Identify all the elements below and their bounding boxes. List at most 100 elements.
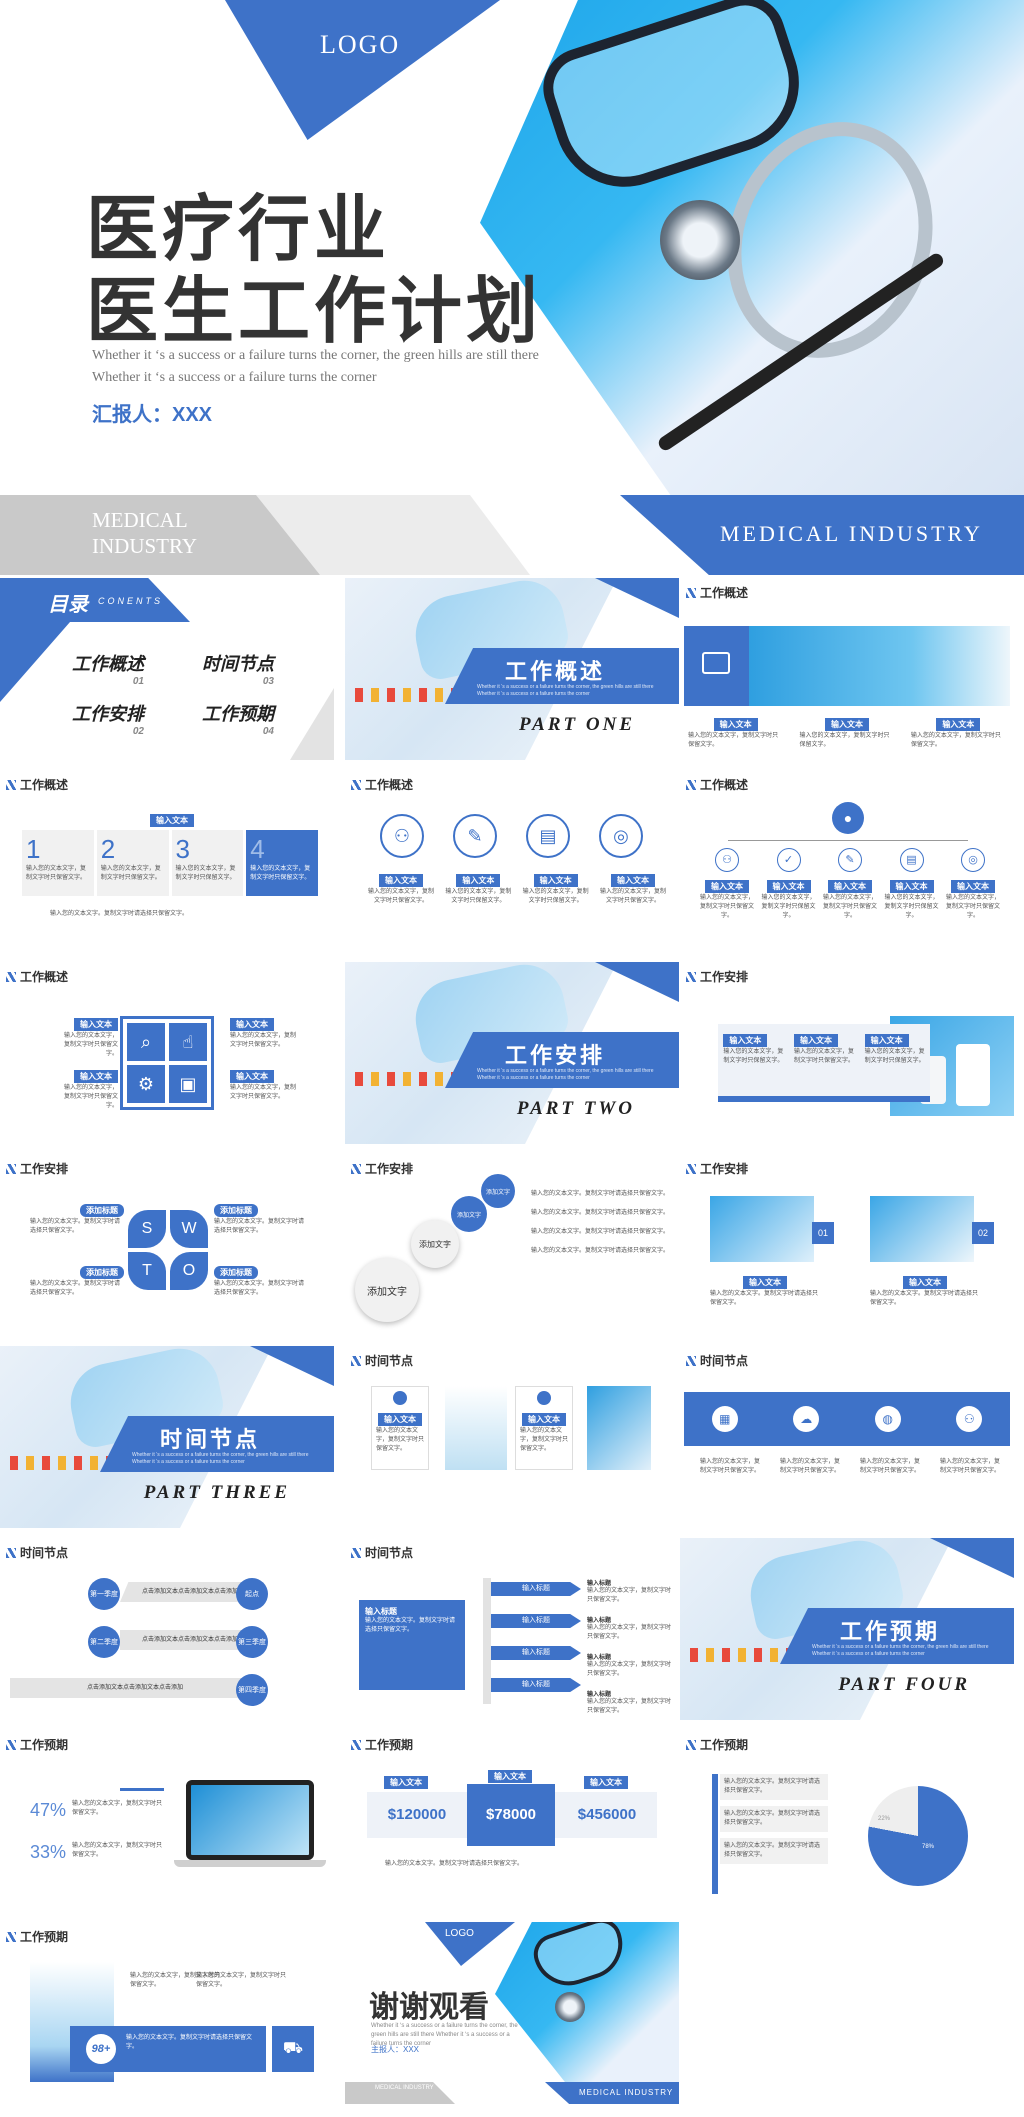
slide-header: 时间节点 xyxy=(686,1352,748,1369)
badge-bar: 98+ 输入您的文本文字。复制文字时请选择只保留文字。 xyxy=(70,2026,266,2072)
q1-node: 第一季度 xyxy=(88,1578,120,1610)
laptop-base xyxy=(174,1860,326,1867)
percent-2-text: 输入您的文本文字，复制文字时只保留文字。 xyxy=(72,1843,163,1858)
camera-icon: ▣ xyxy=(169,1065,207,1103)
arrow-text-title: 输入标题 xyxy=(587,1655,612,1661)
tag: 输入文本 xyxy=(379,874,423,887)
bottles-card: 输入文本输入您的文本文字，复制文字时只保留文字。 输入文本输入您的文本文字，复制… xyxy=(718,1024,930,1102)
card-2: 输入文本输入您的文本文字，复制文字时只保留文字。 xyxy=(515,1386,573,1470)
col-text: 输入您的文本文字。复制文字时请选择只保留文字。 xyxy=(710,1291,819,1306)
step-number: 3 xyxy=(175,834,190,864)
grid-label-tl: 输入文本输入您的文本文字，复制文字时只保留文字。 xyxy=(62,1014,118,1059)
slide-header-text: 工作概述 xyxy=(700,778,749,792)
col-text: 输入您的文本文字，复制文字时只保留文字。 xyxy=(793,1049,854,1064)
swot-o: O xyxy=(170,1252,208,1290)
toc-blue-corner xyxy=(0,622,70,702)
cover-title-line1: 医疗行业 xyxy=(86,186,391,271)
cards-photos-slide: 时间节点 输入文本输入您的文本文字，复制文字时只保留文字。 输入文本输入您的文本… xyxy=(345,1346,679,1528)
arrow-row: 输入标题 xyxy=(491,1614,581,1628)
slash-icon xyxy=(686,587,696,598)
quarter-arrow: 点击添加文本点击添加文本点击添加 xyxy=(10,1678,260,1698)
slide-header: 工作概述 xyxy=(6,968,68,985)
pie-chart xyxy=(868,1786,968,1886)
col-text: 输入您的文本文字，复制文字时只保留文字。 xyxy=(780,1459,841,1474)
bubble-texts: 输入您的文本文字。复制文字时请选择只保留文字。 输入您的文本文字。复制文字时请选… xyxy=(531,1190,671,1256)
dot-icon xyxy=(393,1391,407,1405)
tag: 输入文本 xyxy=(230,1070,274,1083)
part-subtitle: Whether it ‘s a success or a failure tur… xyxy=(132,1452,309,1465)
badge-slide: 工作预期 输入您的文本文字，复制文字时只保留文字。 输入您的文本文字，复制文字时… xyxy=(0,1922,334,2104)
slide-header: 工作概述 xyxy=(6,776,68,793)
bar-chart-icon: ▤ xyxy=(526,814,570,858)
col-text: 输入您的文本文字，复制文字时只保留文字。 xyxy=(940,1459,1001,1474)
pills-graphic xyxy=(690,1648,810,1662)
q4-node: 第四季度 xyxy=(236,1674,268,1706)
part-title: 时间节点 xyxy=(160,1427,261,1453)
step-text: 输入您的文本文字，复制文字时只保留文字。 xyxy=(250,866,311,881)
banner-col-1: 输入文本输入您的文本文字，复制文字时只保留文字。 xyxy=(688,714,783,750)
mask-photo xyxy=(587,1386,651,1470)
part-subtitle: Whether it ‘s a success or a failure tur… xyxy=(477,684,654,697)
toc-item-3-label: 时间节点 xyxy=(202,654,274,674)
slide-header: 时间节点 xyxy=(6,1544,68,1561)
goggles-graphic xyxy=(528,1922,632,1995)
pie-label-large: 78% xyxy=(922,1844,935,1850)
price-tag-1: 输入文本 xyxy=(381,1772,431,1790)
org-node: ◎输入文本输入您的文本文字，复制文字时只保留文字。 xyxy=(946,848,1000,921)
toc-title: 目录 xyxy=(48,592,88,616)
part-title: 工作安排 xyxy=(505,1043,606,1069)
part-band: 时间节点 Whether it ‘s a success or a failur… xyxy=(100,1416,334,1472)
quarter-arrow: 点击添加文本点击添加文本点击添加 xyxy=(120,1582,260,1602)
icons-slide: 工作概述 ⚇ ✎ ▤ ◎ 输入文本输入您的文本文字，复制文字时只保留文字。 输入… xyxy=(345,770,679,952)
globe-icon: ◍ xyxy=(874,1406,901,1432)
col-text: 输入您的文本文字。复制文字时请选择只保留文字。 xyxy=(30,1281,121,1296)
slide-header-text: 时间节点 xyxy=(20,1546,69,1560)
slash-icon xyxy=(6,1931,16,1942)
col-text: 输入您的文本文字，复制文字时只保留文字。 xyxy=(799,733,890,748)
cover-slide: LOGO 医疗行业 医生工作计划 Whether it ‘s a success… xyxy=(0,0,1024,578)
step-text: 输入您的文本文字，复制文字时只保留文字。 xyxy=(175,866,236,881)
tag: 输入文本 xyxy=(793,1034,838,1047)
part-four-slide: 工作预期 Whether it ‘s a success or a failur… xyxy=(680,1538,1014,1720)
bubble-desc: 输入您的文本文字。复制文字时请选择只保留文字。 xyxy=(531,1191,670,1197)
slash-icon xyxy=(6,971,16,982)
card-1: 输入文本输入您的文本文字，复制文字时只保留文字。 xyxy=(371,1386,429,1470)
swot-s: S xyxy=(128,1210,166,1248)
col-text: 输入您的文本文字，复制文字时只保留文字。 xyxy=(700,895,755,919)
cover-bar-right: MEDICAL INDUSTRY xyxy=(620,495,1024,575)
col-text: 输入您的文本文字，复制文字时只保留文字。 xyxy=(520,1428,569,1452)
org-nodes: ⚇输入文本输入您的文本文字，复制文字时只保留文字。 ✓输入文本输入您的文本文字，… xyxy=(700,848,1000,921)
tag: 输入文本 xyxy=(384,1776,428,1789)
tag: 输入文本 xyxy=(74,1018,118,1031)
tag: 添加标题 xyxy=(80,1266,124,1279)
step-text: 输入您的文本文字，复制文字时只保留文字。 xyxy=(26,866,87,881)
bubble-medium: 添加文字 xyxy=(411,1220,459,1268)
cover-bar-right-text: MEDICAL INDUSTRY xyxy=(720,521,983,546)
toc-title-bar: 目录 CONENTS xyxy=(0,578,190,622)
percent-2: 33% xyxy=(30,1842,67,1862)
price-tag-3: 输入文本 xyxy=(581,1772,631,1790)
slide-header: 工作安排 xyxy=(686,968,748,985)
pie-text: 输入您的文本文字。复制文字时请选择只保留文字。 xyxy=(720,1774,828,1800)
icon-col: 输入文本输入您的文本文字，复制文字时只保留文字。 xyxy=(444,870,512,906)
step-3: 3 输入您的文本文字，复制文字时只保留文字。 xyxy=(171,830,244,896)
document-icon: ✎ xyxy=(453,814,497,858)
tag: 输入文本 xyxy=(743,1276,787,1289)
photo-1-caption: 输入文本输入您的文本文字。复制文字时请选择只保留文字。 xyxy=(710,1272,820,1308)
photo-2-number: 02 xyxy=(972,1222,994,1244)
swot-label-1: 添加标题输入您的文本文字。复制文字时请选择只保留文字。 xyxy=(30,1200,124,1236)
col-text: 输入您的文本文字，复制文字时只保留文字。 xyxy=(522,889,589,904)
pie-label-small: 22% xyxy=(878,1816,891,1822)
slide-header-text: 工作预期 xyxy=(20,1930,69,1944)
arrow-text-block: 输入标题输入您的文本文字，复制文字时只保留文字。 xyxy=(587,1689,673,1716)
thumbs-up-icon: ☝ xyxy=(169,1023,207,1061)
card-col: 输入文本输入您的文本文字，复制文字时只保留文字。 xyxy=(864,1030,925,1096)
part-name: PART FOUR xyxy=(838,1674,970,1695)
